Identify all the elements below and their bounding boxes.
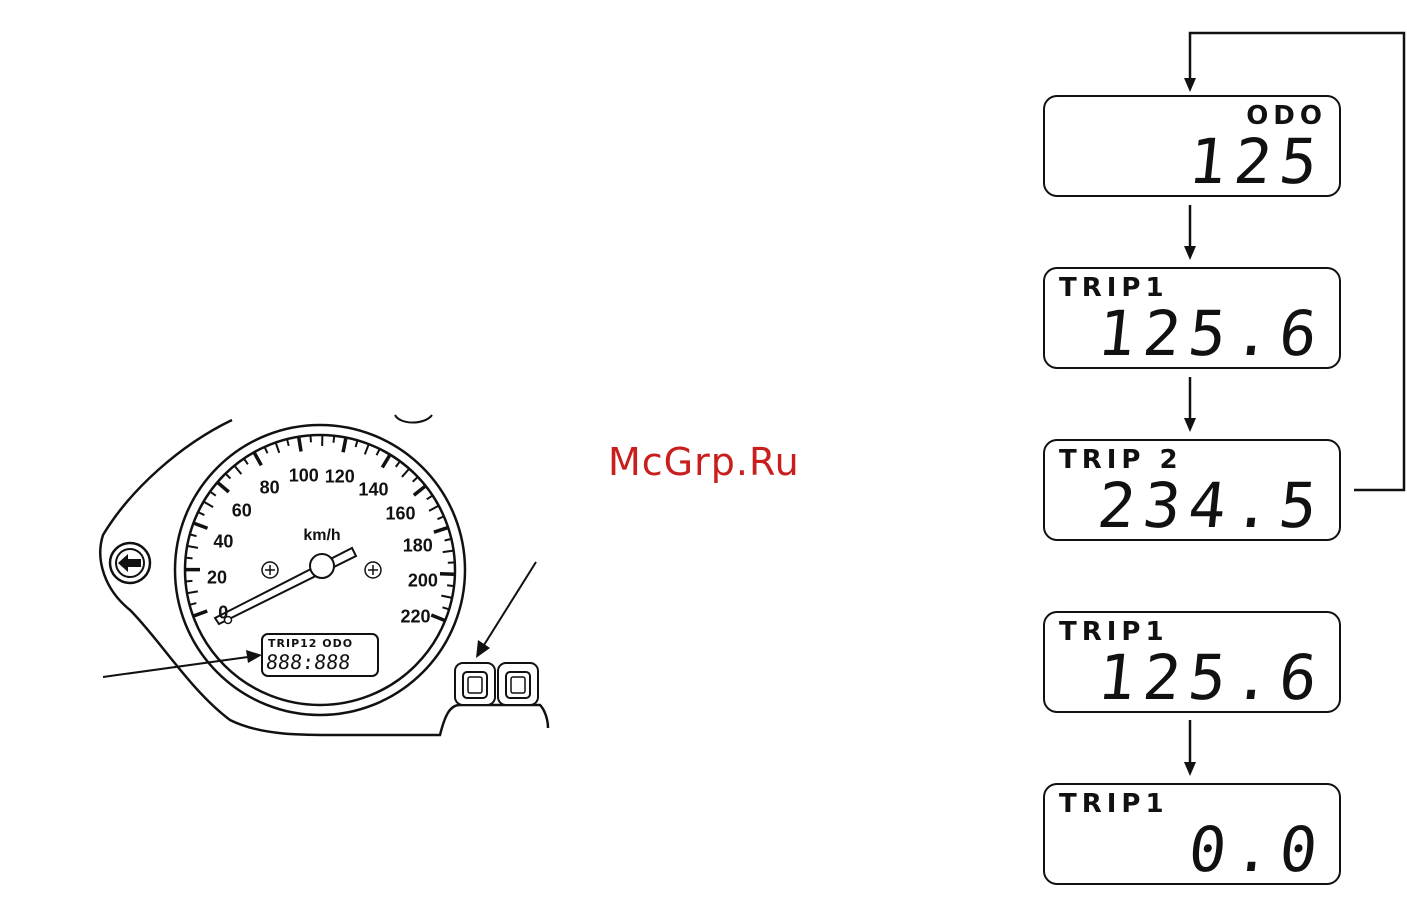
- minor-tick: [443, 551, 453, 552]
- minor-tick: [186, 581, 192, 582]
- lcd-mode-label: TRIP12 ODO: [268, 637, 353, 650]
- top-knob: [395, 415, 432, 423]
- display-panel-trip2: TRIP 2 234.5: [1043, 439, 1341, 541]
- display-value: 0.0: [1186, 819, 1329, 881]
- speed-label: 80: [260, 478, 280, 499]
- speed-label: 160: [386, 503, 416, 524]
- display-mode-label: TRIP1: [1059, 789, 1169, 819]
- display-panel-odo: ODO 125: [1043, 95, 1341, 197]
- speed-label: 100: [289, 466, 319, 487]
- minor-tick: [187, 558, 193, 559]
- speed-label: 120: [325, 466, 355, 487]
- flow-arrowhead-1: [1184, 246, 1196, 260]
- speed-label: 60: [232, 501, 252, 522]
- button-callout-line: [484, 562, 536, 645]
- display-panel-trip1: TRIP1 125.6: [1043, 267, 1341, 369]
- display-value: 125.6: [1095, 647, 1328, 709]
- display-panel-reset-before: TRIP1 125.6: [1043, 611, 1341, 713]
- display-value: 125.6: [1095, 303, 1328, 365]
- display-value: 234.5: [1095, 475, 1328, 537]
- speed-unit: km/h: [303, 527, 340, 545]
- watermark: McGrp.Ru: [608, 440, 800, 484]
- minor-tick: [445, 539, 451, 540]
- minor-tick: [287, 440, 288, 446]
- speed-label: 20: [207, 567, 227, 588]
- button-callout-arrowhead: [476, 640, 490, 658]
- minor-tick: [447, 585, 453, 586]
- flow-arrowhead-2: [1184, 418, 1196, 432]
- lcd-digits: 888:888: [265, 650, 352, 674]
- loop-back-arrowhead: [1184, 78, 1196, 92]
- speed-label: 220: [400, 606, 430, 627]
- speed-label: 40: [213, 532, 233, 553]
- flow-arrowhead-reset: [1184, 762, 1196, 776]
- select-button-core: [468, 677, 482, 693]
- speed-label: 200: [408, 571, 438, 592]
- needle-hub: [310, 554, 334, 578]
- reset-button-core: [511, 677, 525, 693]
- speed-label: 0: [218, 603, 228, 624]
- display-value: 125: [1186, 131, 1329, 193]
- major-tick: [299, 438, 301, 452]
- speed-label: 140: [358, 479, 388, 500]
- speed-label: 180: [403, 535, 433, 556]
- left-screw-icon: [262, 562, 278, 578]
- minor-tick: [333, 437, 334, 443]
- right-screw-icon: [365, 562, 381, 578]
- display-panel-reset-after: TRIP1 0.0: [1043, 783, 1341, 885]
